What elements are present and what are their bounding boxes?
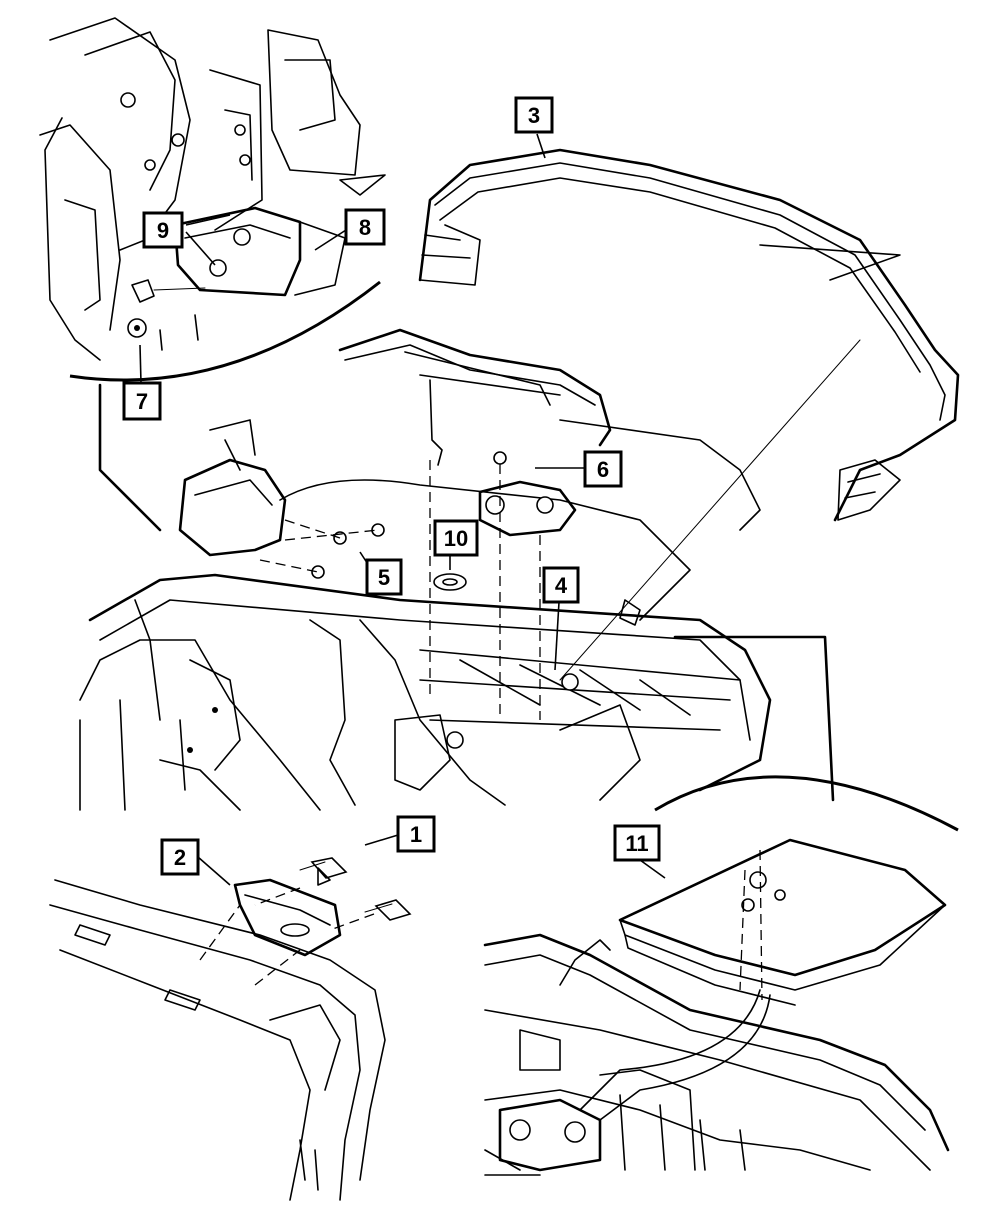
callout-4: 4: [542, 566, 580, 604]
callout-label: 6: [597, 457, 609, 482]
detail-inset-top-left: [39, 17, 386, 382]
callout-3: 3: [514, 96, 554, 134]
inset-connector-line-right: [673, 635, 835, 802]
callout-2: 2: [160, 838, 200, 876]
callout-label: 10: [444, 526, 468, 551]
callout-5: 5: [365, 558, 403, 596]
callout-label: 7: [136, 389, 148, 414]
callout-label: 11: [625, 831, 648, 856]
callout-10: 10: [433, 519, 479, 557]
callout-6: 6: [583, 450, 623, 488]
detail-bottom-right: [483, 775, 959, 1176]
callout-1: 1: [396, 815, 436, 853]
callout-label: 5: [378, 565, 390, 590]
callout-label: 3: [528, 103, 540, 128]
top-frame-assembly: [418, 148, 960, 522]
callout-label: 1: [410, 822, 422, 847]
callout-label: 2: [174, 845, 186, 870]
callout-8: 8: [344, 208, 386, 246]
callout-9: 9: [142, 211, 184, 249]
detail-bottom-left: [49, 857, 412, 1201]
callout-11: 11: [613, 824, 661, 862]
inset-connector-line: [98, 383, 162, 532]
callout-label: 8: [359, 215, 371, 240]
callout-label: 4: [555, 573, 568, 598]
main-assembly: [79, 328, 861, 811]
callout-label: 9: [157, 218, 169, 243]
leader-lines: [139, 133, 666, 886]
callout-7: 7: [122, 381, 162, 421]
